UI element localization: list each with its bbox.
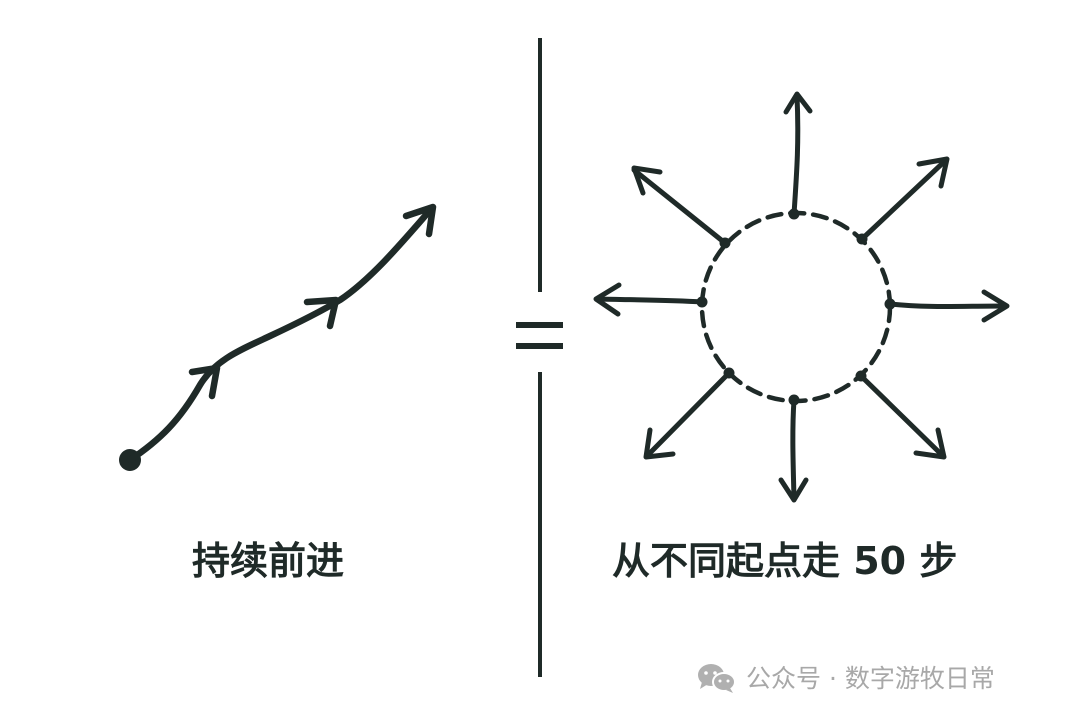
wechat-icon xyxy=(698,664,736,693)
continuous-path xyxy=(119,203,437,471)
radiating-arrows xyxy=(593,91,1010,503)
right-label: 从不同起点走 50 步 xyxy=(612,539,958,583)
watermark-text: 公众号 · 数字游牧日常 xyxy=(746,663,995,693)
arrowhead-icon xyxy=(188,364,221,400)
divider xyxy=(516,38,563,677)
wavy-path-line xyxy=(126,204,436,464)
watermark: 公众号 · 数字游牧日常 xyxy=(696,662,995,694)
left-label: 持续前进 xyxy=(192,539,345,583)
arrow-end-icon xyxy=(402,203,437,238)
arrowhead-icon xyxy=(303,296,340,330)
equals-sign-icon xyxy=(516,322,563,328)
